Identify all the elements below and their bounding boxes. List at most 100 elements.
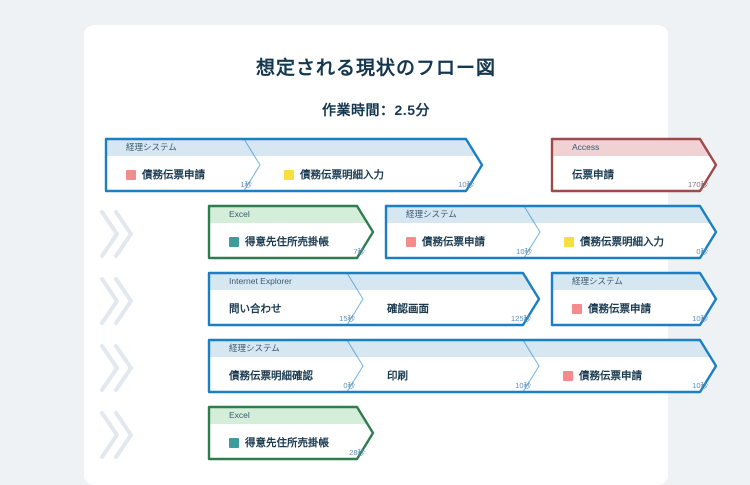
flow-step-system-label	[542, 204, 718, 223]
flow-step-label: 債務伝票明細入力	[300, 169, 384, 181]
flow-step-system-label: Excel	[229, 208, 250, 219]
flow-step-label: 得意先住所売掛帳	[245, 236, 329, 248]
flow-step-label: 確認画面	[387, 303, 429, 315]
flow-step-body: 伝票申請	[550, 156, 718, 193]
flow-step-duration: 1秒	[240, 180, 252, 189]
flow-step-duration: 28秒	[349, 448, 365, 457]
flow-step-group[interactable]: Access 伝票申請 170秒	[550, 137, 718, 193]
flow-step-cell[interactable]: 債務伝票明細入力 0秒	[542, 204, 718, 260]
flow-step-duration: 170秒	[687, 180, 708, 189]
flow-step-body: 債務伝票申請	[550, 290, 718, 327]
flow-step-duration: 10秒	[692, 314, 708, 323]
row-continuation-chevron-icon	[100, 340, 136, 396]
flow-step-color-swatch	[126, 169, 136, 180]
flow-group-cells: Excel 得意先住所売掛帳 7秒	[207, 204, 375, 260]
flow-step-system-label	[365, 271, 541, 290]
flow-step-system-label	[365, 338, 541, 357]
flow-step-body: 債務伝票申請	[384, 223, 542, 260]
flow-step-body: 債務伝票申請	[104, 156, 262, 193]
flow-step-group[interactable]: Excel 得意先住所売掛帳 7秒	[207, 204, 375, 260]
flow-step-cell[interactable]: Excel 得意先住所売掛帳 28秒	[207, 405, 375, 461]
flow-group-outline	[104, 137, 484, 193]
flow-step-label: 得意先住所売掛帳	[245, 437, 329, 449]
flow-group-cells: Excel 得意先住所売掛帳 28秒	[207, 405, 375, 461]
flow-row: Excel 得意先住所売掛帳 28秒	[84, 401, 668, 468]
flow-step-body: 問い合わせ	[207, 290, 365, 327]
flow-step-system-label: 経理システム	[406, 208, 457, 219]
flow-step-cell[interactable]: 債務伝票申請 10秒	[541, 338, 718, 394]
flow-step-duration: 15秒	[339, 314, 355, 323]
flow-step-system-label	[541, 338, 718, 357]
flow-step-color-swatch	[284, 169, 294, 180]
flow-step-group[interactable]: 経理システム債務伝票申請 10秒 債務伝票明細入力 0秒	[384, 204, 718, 260]
flow-step-color-swatch	[563, 370, 573, 381]
flow-step-system-label: Internet Explorer	[229, 275, 292, 286]
flow-step-label: 問い合わせ	[229, 303, 282, 315]
flow-step-label: 伝票申請	[572, 169, 614, 181]
flow-group-cells: 経理システム債務伝票申請 10秒 債務伝票明細入力 0秒	[384, 204, 718, 260]
flow-step-duration: 0秒	[343, 381, 355, 390]
flow-step-duration: 0秒	[696, 247, 708, 256]
flow-step-system-label	[262, 137, 484, 156]
flow-step-label: 債務伝票明細確認	[229, 370, 313, 382]
flow-step-cell[interactable]: Excel 得意先住所売掛帳 7秒	[207, 204, 375, 260]
flow-group-outline	[550, 137, 718, 193]
flow-step-system-label: 経理システム	[126, 141, 177, 152]
flow-step-label: 債務伝票申請	[588, 303, 651, 315]
flow-step-label: 債務伝票申請	[579, 370, 642, 382]
flow-step-label: 債務伝票申請	[422, 236, 485, 248]
flow-group-outline	[207, 338, 718, 394]
flow-step-duration: 7秒	[353, 247, 365, 256]
flow-step-body: 確認画面	[365, 290, 541, 327]
work-time-subtitle: 作業時間：2.5分	[322, 102, 430, 118]
flow-step-duration: 10秒	[692, 381, 708, 390]
flow-step-cell[interactable]: 経理システム債務伝票申請 10秒	[384, 204, 542, 260]
flow-group-outline	[384, 204, 718, 260]
flow-step-system-label: Access	[572, 141, 600, 152]
flow-step-duration: 10秒	[515, 381, 531, 390]
flow-step-cell[interactable]: 経理システム債務伝票明細確認 0秒	[207, 338, 365, 394]
flow-step-body: 債務伝票明細入力	[262, 156, 484, 193]
flow-step-duration: 10秒	[458, 180, 474, 189]
flow-row: Excel 得意先住所売掛帳 7秒 経理システム債務伝票申請 10秒 債務伝票明細入力 0秒	[84, 200, 718, 267]
flow-step-color-swatch	[406, 236, 416, 247]
flow-group-outline	[207, 271, 541, 327]
flow-step-label: 債務伝票明細入力	[580, 236, 664, 248]
flow-step-body: 債務伝票申請	[541, 357, 718, 394]
flow-step-cell[interactable]: 債務伝票明細入力 10秒	[262, 137, 484, 193]
flow-step-duration: 10秒	[516, 247, 532, 256]
flow-step-color-swatch	[572, 303, 582, 314]
flow-step-body: 得意先住所売掛帳	[207, 424, 375, 461]
flow-step-system-label: Excel	[229, 409, 250, 420]
page-title: 想定される現状のフロー図	[255, 58, 496, 79]
flow-step-cell[interactable]: Internet Explorer 問い合わせ 15秒	[207, 271, 365, 327]
flow-step-body: 印刷	[365, 357, 541, 394]
flow-step-body: 債務伝票明細入力	[542, 223, 718, 260]
flow-group-outline	[207, 204, 375, 260]
flow-group-cells: Access 伝票申請 170秒	[550, 137, 718, 193]
flow-step-color-swatch	[229, 236, 239, 247]
flow-group-outline	[550, 271, 718, 327]
flow-step-group[interactable]: Excel 得意先住所売掛帳 28秒	[207, 405, 375, 461]
flow-step-system-label: 経理システム	[229, 342, 280, 353]
flow-step-body: 得意先住所売掛帳	[207, 223, 375, 260]
flow-step-color-swatch	[564, 236, 574, 247]
flow-step-cell[interactable]: Access 伝票申請 170秒	[550, 137, 718, 193]
